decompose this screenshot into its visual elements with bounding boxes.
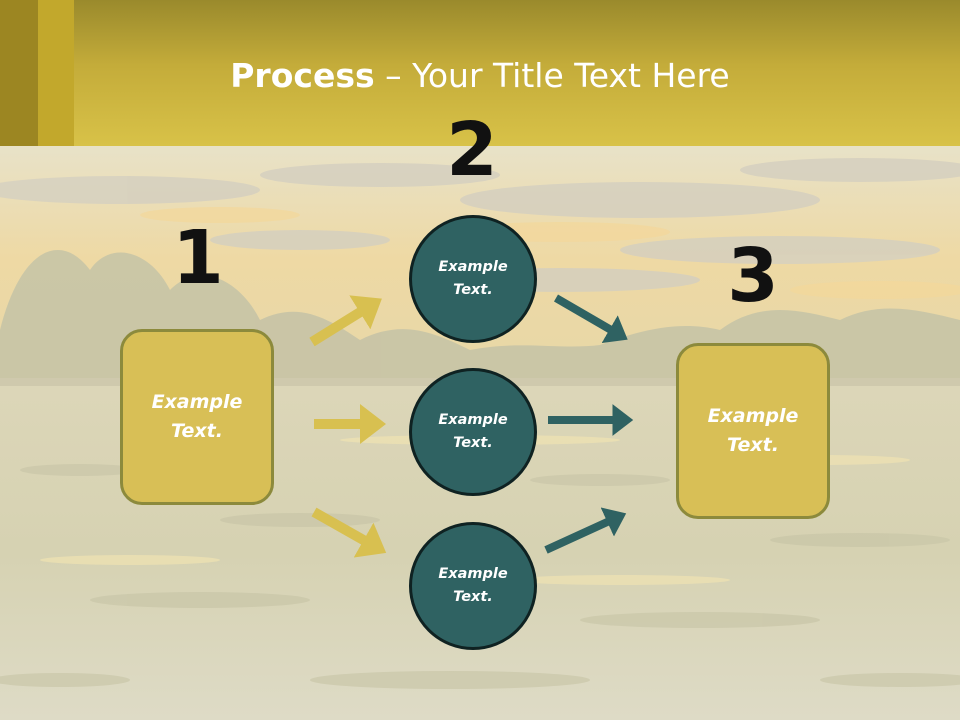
step-2-circle-top-text: Example Text.: [438, 259, 508, 298]
step-2-circle-top: Example Text.: [409, 215, 537, 343]
step-number-1: 1: [172, 215, 224, 301]
title-bar: [0, 0, 960, 146]
title-rest: – Your Title Text Here: [374, 56, 730, 95]
step-3-box: Example Text.: [676, 343, 830, 519]
slide-title: Process – Your Title Text Here: [0, 54, 960, 98]
header-accent-strip: [0, 0, 38, 146]
header-accent-strip: [38, 0, 74, 146]
step-3-box-text: Example Text.: [707, 405, 799, 456]
arrow-2-to-3-top: [553, 294, 628, 344]
step-2-circle-middle-text: Example Text.: [438, 412, 508, 451]
step-2-circle-bottom-text: Example Text.: [438, 566, 508, 605]
step-2-circle-bottom: Example Text.: [409, 522, 537, 650]
step-number-3: 3: [727, 233, 779, 319]
step-number-2: 2: [446, 107, 498, 193]
step-1-box-text: Example Text.: [151, 391, 243, 442]
arrow-1-to-2-top: [309, 295, 382, 347]
arrow-1-to-2-bottom: [311, 507, 387, 558]
step-1-box: Example Text.: [120, 329, 274, 505]
arrow-2-to-3-bottom: [544, 507, 627, 554]
title-bold: Process: [230, 56, 375, 95]
step-2-circle-middle: Example Text.: [409, 368, 537, 496]
